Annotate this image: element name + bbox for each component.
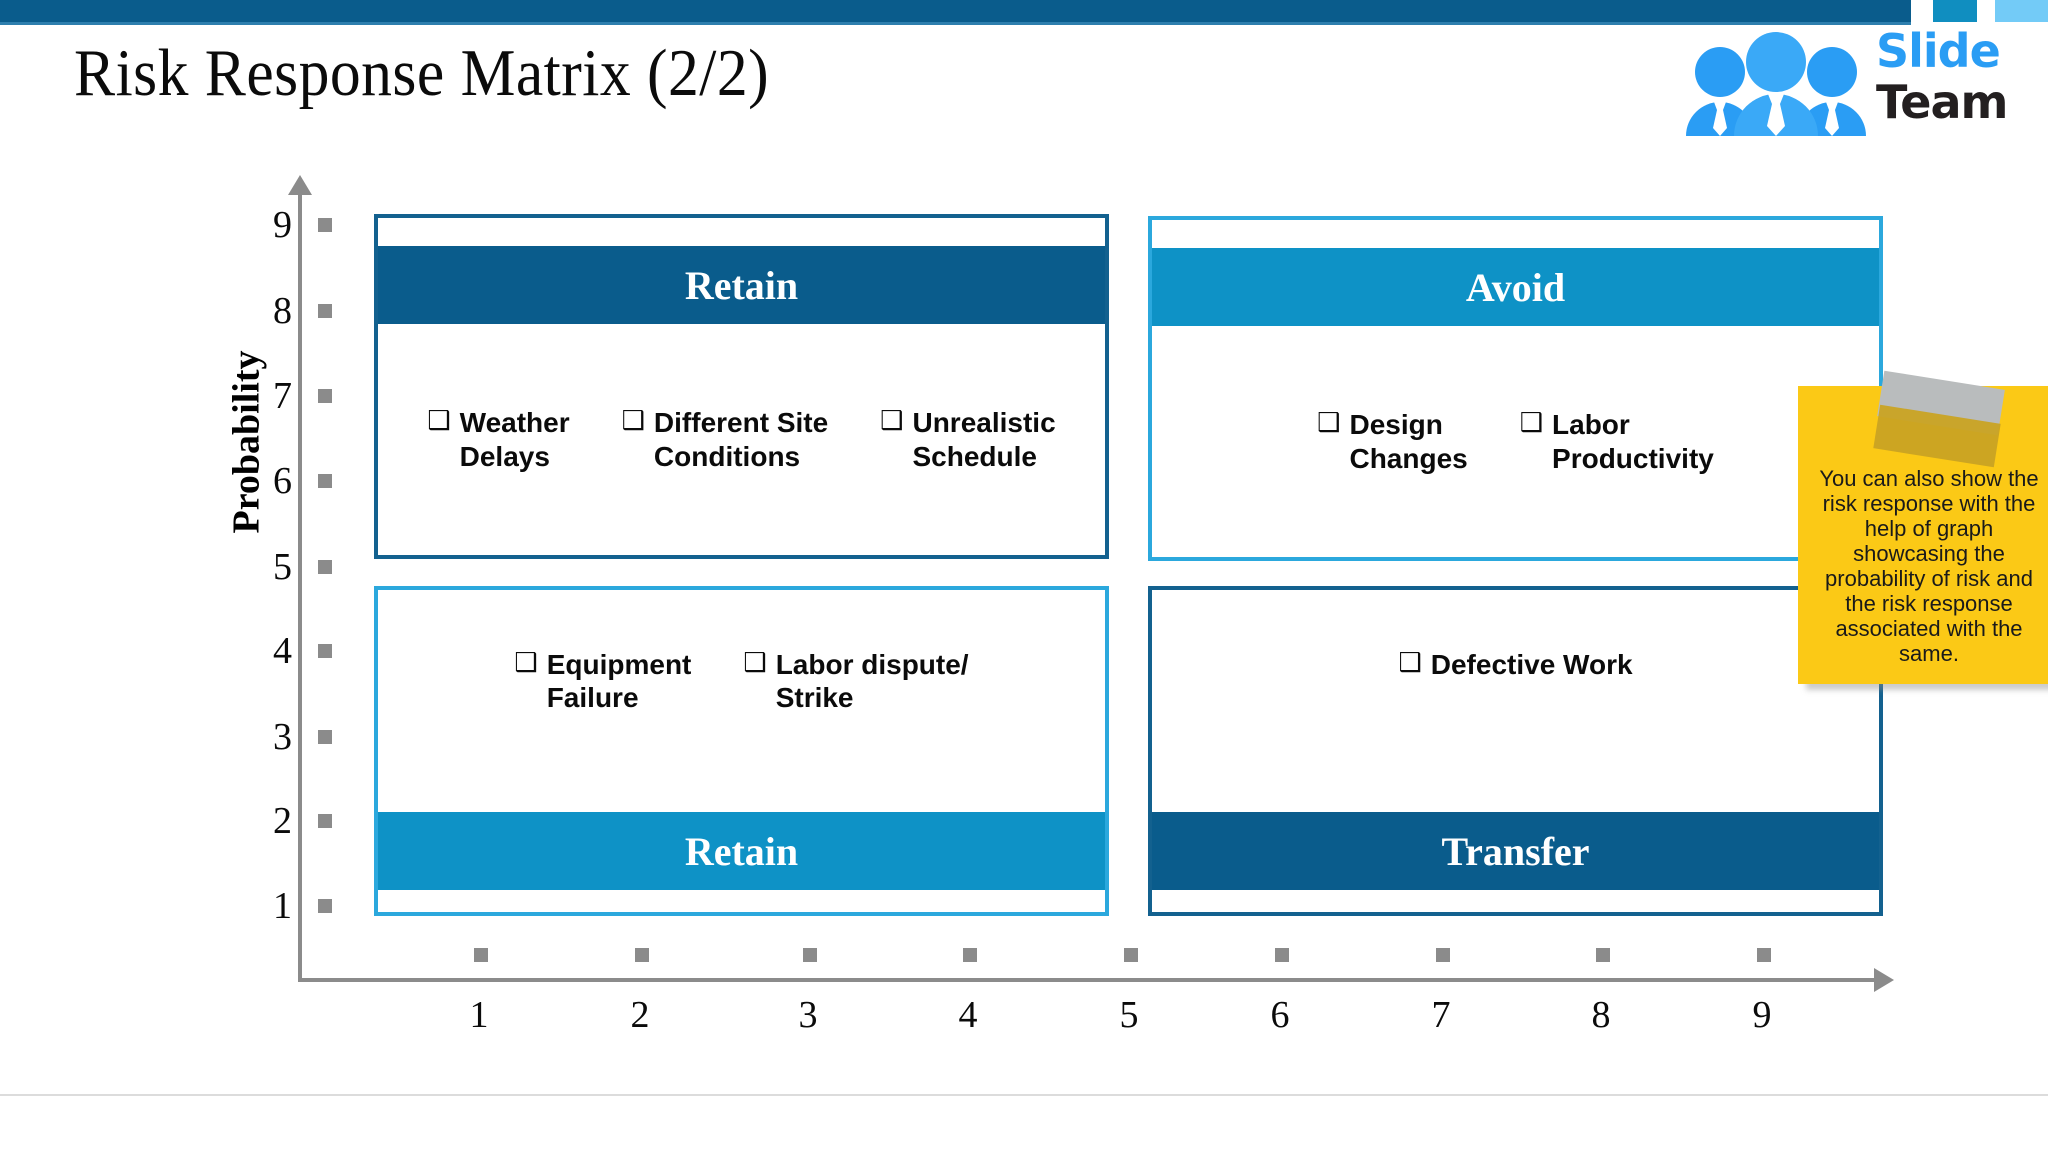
x-tick-label-5: 5	[1119, 994, 1139, 1036]
y-tick-mark-8	[318, 304, 332, 318]
risk-item[interactable]: ❑ Unrealistic Schedule	[880, 406, 1055, 472]
y-tick-mark-1	[318, 899, 332, 913]
y-axis-line	[298, 190, 302, 980]
risk-item[interactable]: ❑ Labor dispute/ Strike	[743, 648, 968, 714]
quadrant-spacer	[378, 890, 1105, 912]
y-tick-label-6: 6	[273, 460, 292, 502]
quadrant-top-left[interactable]: Retain ❑ Weather Delays ❑ Different Site…	[374, 214, 1109, 559]
y-tick-label-3: 3	[273, 716, 292, 758]
quadrant-top-right[interactable]: Avoid ❑ Design Changes ❑ Labor Productiv…	[1148, 216, 1883, 561]
x-tick-mark-1	[474, 948, 488, 962]
sticky-note[interactable]: You can also show the risk response with…	[1798, 370, 2048, 690]
quadrant-spacer	[1152, 890, 1879, 912]
checkbox-square-icon: ❑	[1519, 408, 1544, 439]
quadrant-item-list: ❑ Equipment Failure ❑ Labor dispute/ Str…	[378, 590, 1105, 812]
x-tick-label-4: 4	[958, 994, 978, 1036]
y-tick-label-5: 5	[273, 546, 292, 588]
quadrant-response-label: Avoid	[1152, 248, 1879, 326]
risk-item[interactable]: ❑ Equipment Failure	[514, 648, 691, 714]
x-tick-label-2: 2	[630, 994, 650, 1036]
top-decorative-bar	[0, 0, 2048, 25]
topbar-segment-mid	[1933, 0, 1977, 22]
y-tick-label-4: 4	[273, 630, 292, 672]
x-tick-mark-4	[963, 948, 977, 962]
checkbox-square-icon: ❑	[743, 648, 767, 678]
y-tick-label-1: 1	[273, 885, 292, 927]
y-tick-mark-2	[318, 814, 332, 828]
x-axis-line	[298, 978, 1878, 982]
quadrant-response-label: Retain	[378, 246, 1105, 324]
quadrant-response-label: Retain	[378, 812, 1105, 890]
checkbox-square-icon: ❑	[427, 406, 451, 437]
quadrant-item-list: ❑ Weather Delays ❑ Different Site Condit…	[378, 324, 1105, 555]
checkbox-square-icon: ❑	[1398, 648, 1422, 678]
y-tick-mark-6	[318, 474, 332, 488]
checkbox-square-icon: ❑	[621, 406, 645, 437]
logo-word-slide: Slide	[1876, 24, 2001, 78]
risk-item-label: Weather Delays	[459, 407, 570, 472]
risk-item-label: Different Site Conditions	[653, 407, 829, 472]
y-tick-mark-9	[318, 218, 332, 232]
risk-item-label: Unrealistic Schedule	[912, 407, 1056, 472]
y-tick-label-7: 7	[273, 375, 292, 417]
y-tick-label-2: 2	[273, 800, 292, 842]
x-tick-label-8: 8	[1591, 994, 1611, 1036]
y-tick-mark-5	[318, 560, 332, 574]
y-tick-mark-3	[318, 730, 332, 744]
x-tick-mark-8	[1596, 948, 1610, 962]
x-tick-label-1: 1	[469, 994, 489, 1036]
x-tick-mark-6	[1275, 948, 1289, 962]
x-tick-mark-9	[1757, 948, 1771, 962]
sticky-note-body: You can also show the risk response with…	[1798, 386, 2048, 684]
risk-item-label: Defective Work	[1430, 649, 1633, 680]
quadrant-item-list: ❑ Defective Work	[1152, 590, 1879, 812]
risk-item-label: Labor Productivity	[1552, 409, 1714, 474]
risk-item[interactable]: ❑ Different Site Conditions	[622, 406, 829, 472]
quadrant-spacer	[378, 218, 1105, 246]
x-tick-label-6: 6	[1270, 994, 1290, 1036]
people-group-icon	[1686, 32, 1866, 136]
x-tick-label-3: 3	[798, 994, 818, 1036]
quadrant-bottom-left[interactable]: ❑ Equipment Failure ❑ Labor dispute/ Str…	[374, 586, 1109, 916]
page-title: Risk Response Matrix (2/2)	[74, 36, 770, 110]
x-tick-mark-7	[1436, 948, 1450, 962]
checkbox-square-icon: ❑	[514, 648, 538, 678]
logo-word-team: Team	[1876, 75, 2008, 129]
risk-item[interactable]: ❑ Weather Delays	[427, 406, 569, 472]
y-tick-label-9: 9	[273, 204, 292, 246]
checkbox-square-icon: ❑	[1317, 408, 1341, 439]
topbar-segment-main	[0, 0, 1911, 22]
risk-item[interactable]: ❑ Design Changes	[1317, 408, 1468, 474]
risk-item-label: Labor dispute/ Strike	[775, 649, 969, 714]
risk-item-label: Equipment Failure	[546, 649, 692, 714]
quadrant-response-label: Transfer	[1152, 812, 1879, 890]
x-tick-mark-3	[803, 948, 817, 962]
y-tick-mark-7	[318, 389, 332, 403]
logo-wordmark: Slide Team	[1876, 26, 2036, 128]
x-tick-label-9: 9	[1752, 994, 1772, 1036]
x-axis-arrowhead	[1874, 968, 1894, 992]
quadrant-bottom-right[interactable]: ❑ Defective Work Transfer	[1148, 586, 1883, 916]
risk-item-label: Design Changes	[1349, 409, 1468, 474]
x-tick-mark-5	[1124, 948, 1138, 962]
bottom-divider	[0, 1094, 2048, 1096]
quadrant-spacer	[1152, 220, 1879, 248]
y-tick-label-8: 8	[273, 290, 292, 332]
topbar-segment-light	[1995, 0, 2048, 22]
topbar-hairline	[0, 22, 1911, 25]
y-axis-arrowhead	[288, 175, 312, 195]
slideteam-logo: Slide Team	[1676, 26, 2036, 136]
sticky-note-text: You can also show the risk response with…	[1819, 466, 2039, 666]
risk-item[interactable]: ❑ Defective Work	[1398, 648, 1632, 681]
x-tick-label-7: 7	[1431, 994, 1451, 1036]
x-tick-mark-2	[635, 948, 649, 962]
y-tick-mark-4	[318, 644, 332, 658]
quadrant-item-list: ❑ Design Changes ❑ Labor Productivity	[1152, 326, 1879, 557]
risk-item[interactable]: ❑ Labor Productivity	[1520, 408, 1714, 474]
checkbox-square-icon: ❑	[880, 406, 904, 437]
